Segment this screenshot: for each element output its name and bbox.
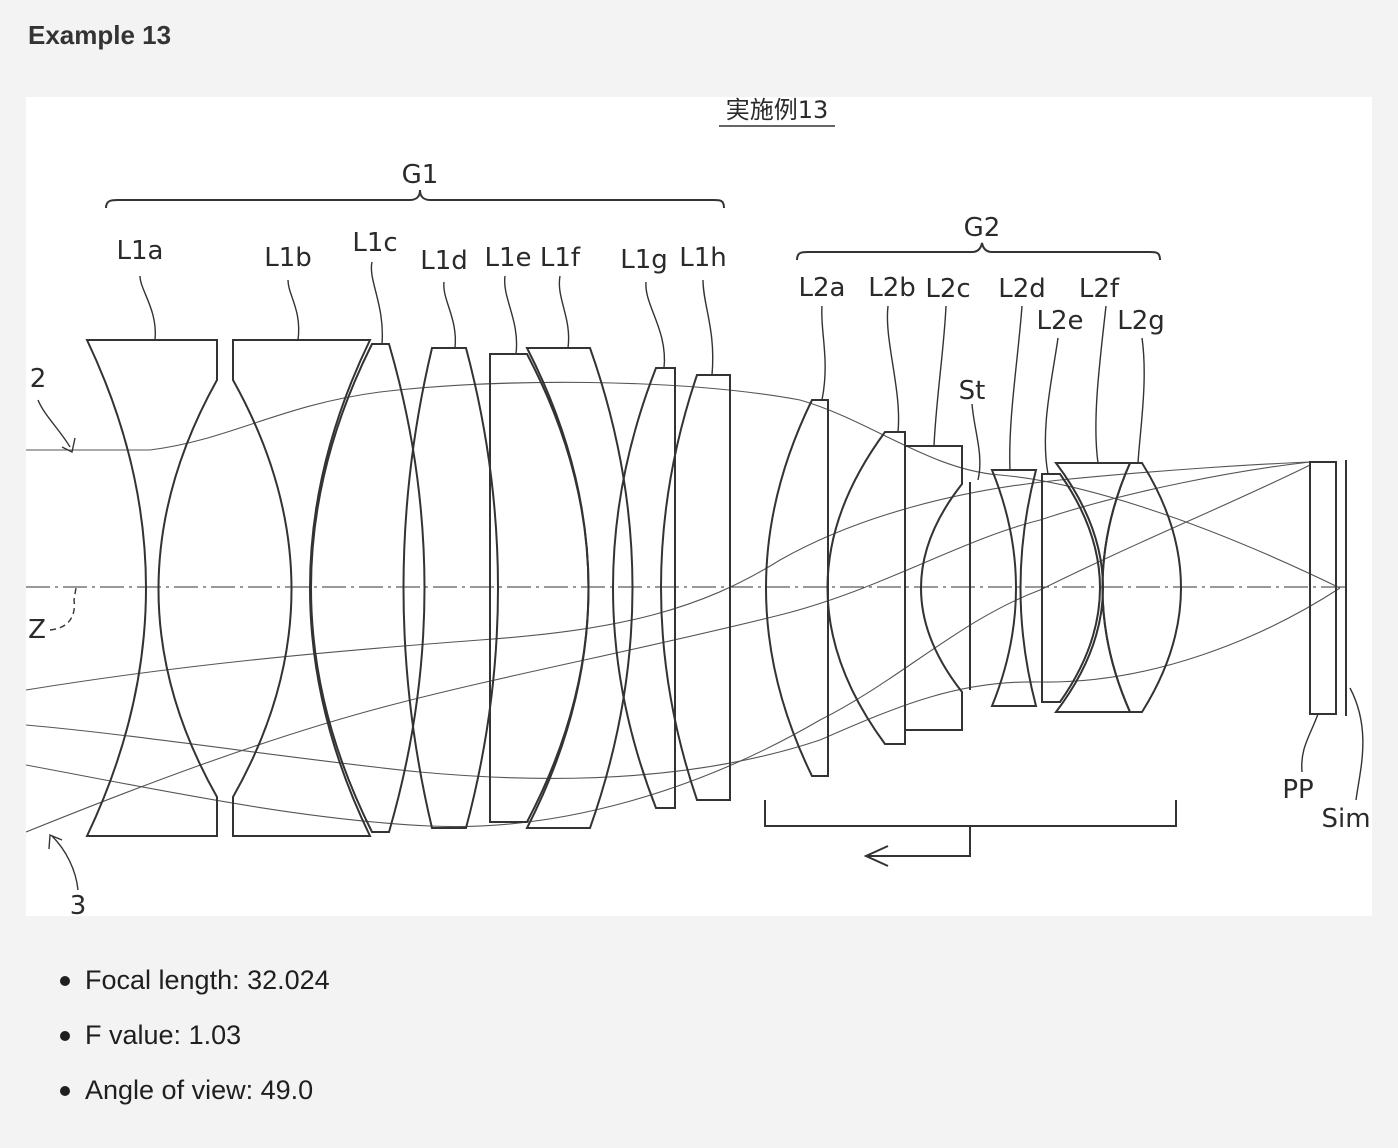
- ray-label-2: 2: [30, 364, 47, 394]
- spec-value: 1.03: [188, 1020, 242, 1050]
- lens-l1f: [525, 347, 634, 829]
- leader-l2e: [1044, 337, 1059, 475]
- focus-arrow-shaft: [866, 826, 971, 857]
- leader-ray-2: [37, 399, 71, 448]
- spec-item-f-value: F value: 1.03: [0, 1010, 330, 1065]
- leader-l2a: [821, 305, 826, 401]
- leader-l1e: [503, 275, 518, 355]
- plate-label: PP: [1282, 775, 1313, 805]
- lens-l2c: [904, 445, 963, 731]
- ray-upper: [26, 381, 1341, 589]
- lens-l1b: [232, 339, 372, 837]
- lens-label-l1d: L1d: [420, 246, 468, 276]
- figure-title: 実施例13: [726, 97, 829, 124]
- leader-l1f: [558, 275, 570, 349]
- group-label-g1: G1: [402, 160, 439, 190]
- lens-label-l2g: L2g: [1117, 306, 1165, 336]
- stop-label: St: [959, 376, 986, 406]
- leader-ray-3: [51, 835, 79, 891]
- lens-label-l2b: L2b: [868, 273, 916, 303]
- spec-list: Focal length: 32.024 F value: 1.03 Angle…: [0, 955, 330, 1120]
- lens-label-l2f: L2f: [1079, 274, 1120, 304]
- leader-l2f: [1095, 305, 1107, 464]
- spec-value: 32.024: [247, 965, 330, 995]
- leader-l2b: [886, 305, 900, 433]
- lens-label-l2e: L2e: [1036, 306, 1083, 336]
- spec-item-angle-of-view: Angle of view: 49.0: [0, 1065, 330, 1120]
- leader-l1d: [443, 281, 457, 349]
- leader-st: [971, 403, 981, 481]
- leader-l2c: [933, 305, 947, 447]
- ray-lower-a: [26, 587, 1341, 779]
- lens-diagram-figure: 実施例13 G1 G2 L1a L1b L1c L1d L1e L1f L1g …: [26, 97, 1372, 916]
- lens-label-l1g: L1g: [620, 245, 668, 275]
- ray-lower-c: [26, 461, 1311, 833]
- lens-label-l1h: L1h: [679, 243, 727, 273]
- lens-l2e: [1041, 473, 1101, 703]
- leader-l1h: [702, 279, 714, 376]
- spec-label: Focal length:: [85, 965, 240, 995]
- lens-label-l1f: L1f: [540, 243, 581, 273]
- lens-label-l1e: L1e: [484, 243, 531, 273]
- leader-z: [49, 587, 77, 631]
- lens-label-l1a: L1a: [117, 236, 164, 266]
- lens-l1d: [402, 347, 499, 829]
- leader-sim: [1349, 687, 1364, 801]
- lens-label-l1b: L1b: [264, 243, 312, 273]
- lens-label-l2c: L2c: [925, 274, 970, 304]
- lens-l1c: [310, 343, 426, 833]
- page-heading: Example 13: [28, 20, 172, 50]
- lens-l2a: [765, 399, 829, 777]
- lens-l1g: [612, 367, 676, 809]
- group-label-g2: G2: [964, 213, 1001, 243]
- lens-l2b: [826, 431, 906, 745]
- lens-diagram: 実施例13 G1 G2 L1a L1b L1c L1d L1e L1f L1g …: [26, 97, 1371, 916]
- ray-lower-b: [26, 464, 1311, 828]
- arrow-ray-3: [48, 833, 63, 850]
- spec-label: F value:: [85, 1020, 182, 1050]
- lens-label-l2a: L2a: [799, 273, 846, 303]
- ray-label-3: 3: [70, 891, 87, 916]
- lens-l2d: [990, 469, 1038, 707]
- parallel-plate: [1309, 461, 1337, 715]
- g1-brace: [105, 189, 725, 209]
- arrow-ray-2: [61, 437, 76, 454]
- leader-l1a: [139, 275, 156, 341]
- lens-label-l2d: L2d: [998, 274, 1046, 304]
- lens-l1a: [85, 339, 218, 837]
- g2-brace: [796, 242, 1161, 261]
- image-label: Sim: [1321, 804, 1370, 834]
- leader-l1c: [370, 261, 384, 345]
- focus-bracket: [764, 800, 1177, 827]
- lens-l2g: [1101, 462, 1182, 713]
- leader-l1b: [287, 279, 300, 341]
- leader-l2g: [1137, 337, 1145, 464]
- lens-label-l1c: L1c: [352, 228, 397, 258]
- leader-l2d: [1009, 305, 1023, 471]
- spec-value: 49.0: [260, 1075, 314, 1105]
- axis-label: Z: [28, 615, 46, 645]
- lens-l1e: [489, 353, 590, 823]
- focus-arrow-head: [863, 845, 889, 867]
- lens-l1h: [660, 374, 731, 801]
- spec-label: Angle of view:: [85, 1075, 254, 1105]
- leader-l1g: [645, 281, 666, 369]
- spec-item-focal-length: Focal length: 32.024: [0, 955, 330, 1010]
- leader-pp: [1301, 713, 1319, 773]
